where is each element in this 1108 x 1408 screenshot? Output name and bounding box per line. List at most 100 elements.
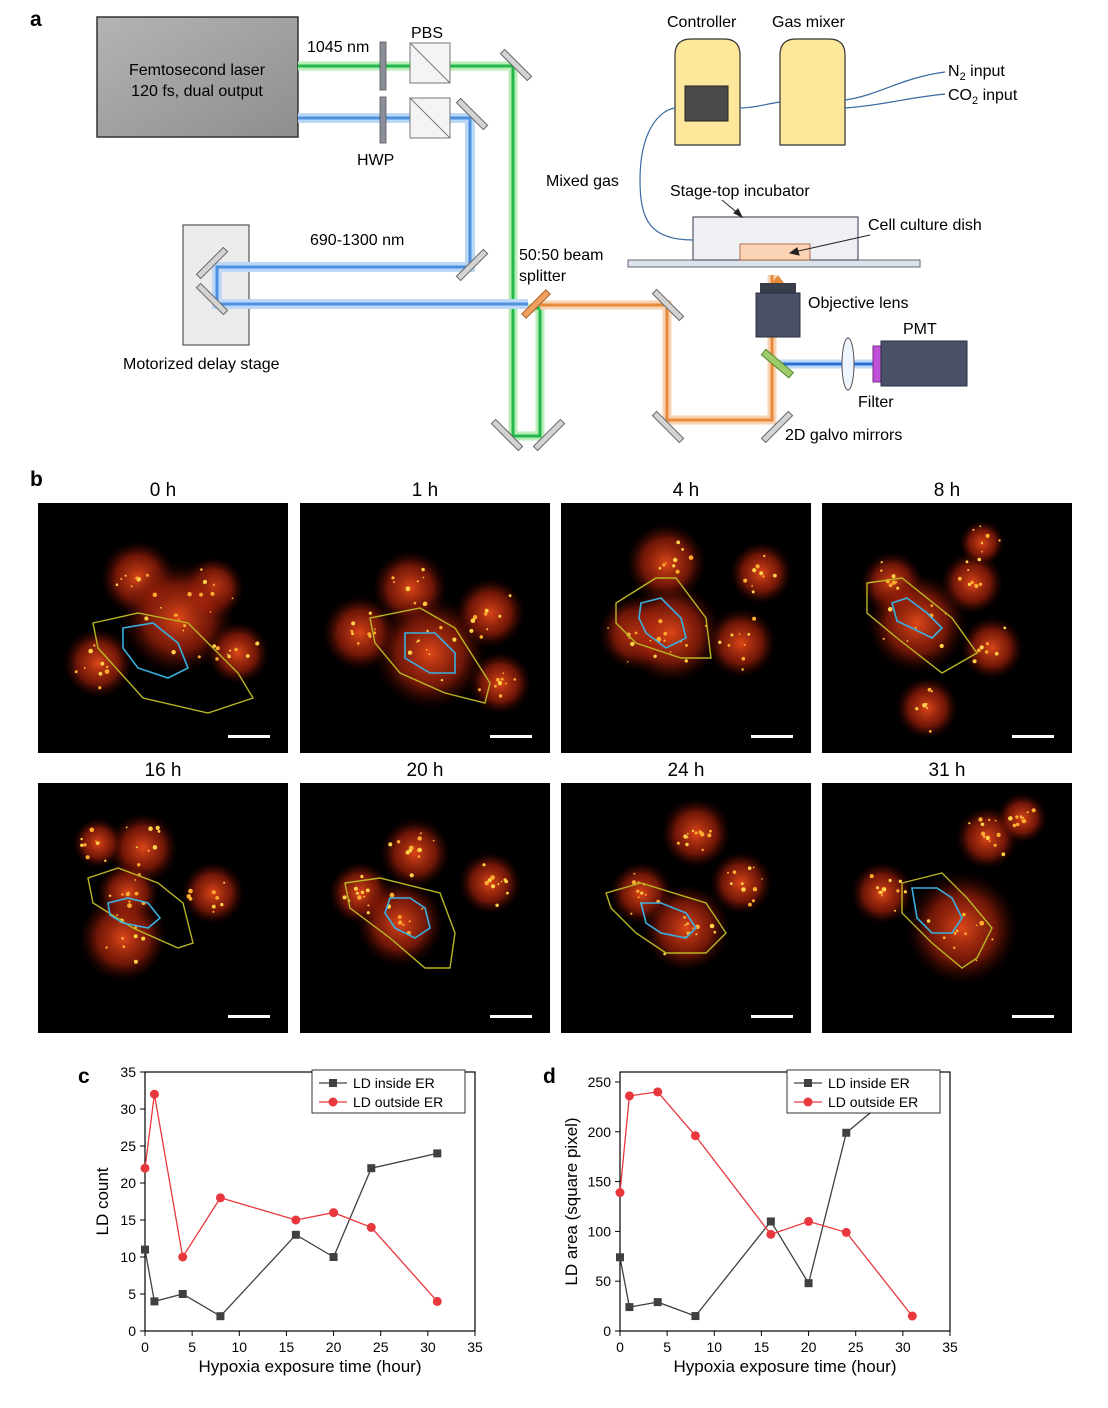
orange-beam [540,275,777,425]
lipid-droplet [663,631,668,636]
pbs-cube-1 [409,42,451,84]
data-point [215,1193,225,1203]
scale-bar [228,735,270,738]
lipid-droplet [994,651,999,656]
lipid-droplet [417,855,421,858]
stage-platform [627,259,921,268]
lipid-droplet [368,611,372,615]
lipid-droplet [210,591,215,596]
x-axis-label: Hypoxia exposure time (hour) [674,1357,897,1376]
cell-outline [369,607,491,704]
galvo-mirror-2 [760,410,794,444]
lipid-droplet [881,894,883,897]
lipid-droplet [171,650,176,655]
lipid-droplet [763,554,766,558]
lipid-droplet [134,891,139,896]
lipid-droplet [484,612,488,616]
lipid-droplet [752,616,757,621]
micrograph-tile [822,783,1072,1033]
legend-marker [329,1079,337,1087]
lipid-droplet [751,899,755,903]
legend-marker [804,1079,812,1087]
lipid-droplet [701,848,704,852]
lipid-droplet [74,670,78,674]
legend-label: LD inside ER [828,1075,910,1091]
hwp-plate-1 [379,41,387,91]
lipid-droplet [405,586,411,592]
scale-bar [751,1015,793,1018]
y-tick-label: 35 [120,1064,136,1080]
excitation-focus [772,275,784,283]
lens-icon [841,337,855,391]
label-tunable-wavelength: 690-1300 nm [310,232,404,249]
lipid-droplet [407,650,413,655]
lipid-droplet [135,576,138,580]
scale-bar [490,735,532,738]
cell-blob [458,851,522,915]
lipid-droplet [984,650,989,654]
lipid-droplet [500,677,504,681]
lipid-droplet [486,628,489,631]
lipid-droplet [95,840,97,842]
laser-box [96,16,299,138]
lipid-droplet [83,843,87,847]
lipid-droplet [157,830,161,833]
lipid-droplet [683,834,688,839]
lipid-droplet [634,631,638,635]
laser-label-line1: Femtosecond laser [129,62,266,79]
cell-blob [706,608,776,678]
lipid-droplet [633,872,636,875]
lipid-droplet [869,874,874,879]
x-tick-label: 30 [895,1339,911,1355]
lipid-droplet [709,829,712,833]
lipid-droplet [422,576,425,579]
lipid-droplet [684,659,688,663]
lipid-droplet [747,866,752,870]
gas-mixer-box [779,38,846,146]
plot-frame [619,1071,951,1332]
lipid-droplet [1031,808,1036,813]
lipid-droplet [342,895,347,900]
lipid-droplet [640,891,644,895]
lipid-droplet [891,580,897,585]
scale-bar [1012,1015,1054,1018]
lipid-droplet [115,583,119,586]
label-incubator: Stage-top incubator [670,183,810,200]
cell-blob [121,561,235,675]
lipid-droplet [83,667,86,669]
lipid-droplet [141,936,146,941]
lipid-droplet [187,592,192,597]
lipid-droplet [607,627,609,629]
lipid-droplet [80,837,83,841]
lipid-droplet [350,629,354,633]
x-tick-label: 0 [141,1339,149,1355]
time-label: 24 h [667,760,705,781]
y-tick-label: 200 [588,1124,612,1140]
lipid-droplet [469,628,474,633]
lipid-droplet [738,633,741,635]
lipid-droplet [425,649,428,651]
data-point [691,1312,700,1321]
lipid-droplet [743,644,746,646]
lipid-droplet [743,578,748,583]
data-point [432,1296,442,1306]
hwp-plate-2 [379,96,387,144]
lipid-droplet [417,639,420,643]
lipid-droplet [688,555,694,560]
label-filter: Filter [858,394,894,411]
culture-dish [739,243,811,261]
data-point [149,1089,159,1099]
lipid-droplet [988,818,991,822]
lipid-droplet [1020,816,1023,819]
cell-outline [605,882,727,954]
label-mixed-gas: Mixed gas [546,173,619,190]
data-point [625,1303,634,1312]
lipid-droplet [895,581,898,584]
objective-lens [755,283,801,338]
lipid-droplet [649,639,652,642]
lipid-droplet [727,871,729,874]
lipid-droplet [953,946,956,949]
lipid-droplet [1001,852,1006,857]
lipid-droplet [709,923,715,929]
data-point [616,1253,624,1262]
